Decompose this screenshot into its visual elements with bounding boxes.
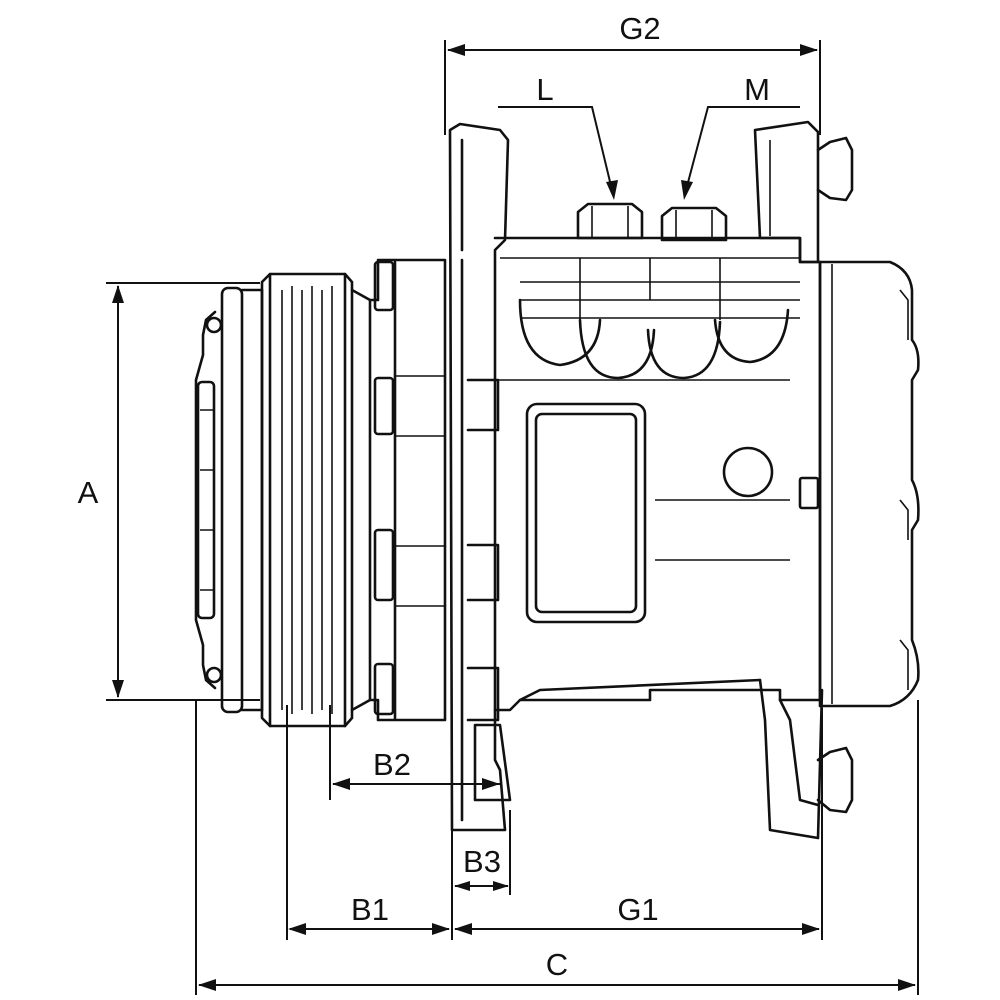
front-mounting-ear [448, 122, 512, 832]
rear-bracket-bottom [518, 678, 854, 840]
dimension-g1 [454, 708, 823, 940]
pulley [260, 272, 372, 728]
rear-bracket-top [753, 120, 854, 264]
front-head [368, 258, 447, 722]
leader-m [681, 106, 800, 200]
label-b2: B2 [373, 747, 411, 782]
port-fitting-m [660, 206, 728, 242]
cylinder-bulges [518, 298, 790, 380]
label-g2: G2 [619, 11, 660, 46]
label-b1: B1 [351, 892, 389, 927]
port-fitting-l [576, 202, 644, 240]
label-l: L [536, 72, 553, 107]
label-g1: G1 [617, 892, 658, 927]
label-b3: B3 [463, 844, 501, 879]
rear-head [818, 260, 920, 708]
clutch-front-plate [194, 310, 223, 690]
body-tab [798, 476, 820, 510]
label-a: A [78, 475, 99, 510]
sight-port [722, 446, 774, 498]
leader-l [498, 106, 618, 200]
pulley-grooves [281, 286, 333, 714]
dimension-a [106, 282, 260, 701]
front-head-bolts [373, 260, 395, 716]
dimension-c [195, 700, 919, 995]
label-c: C [546, 947, 568, 982]
clutch-hub [220, 286, 264, 714]
dimension-g2 [444, 40, 821, 135]
dimension-b1 [286, 705, 450, 940]
dimension-b3 [451, 810, 511, 940]
dimension-b2 [329, 705, 500, 800]
nameplate [525, 402, 647, 624]
label-m: M [744, 72, 770, 107]
